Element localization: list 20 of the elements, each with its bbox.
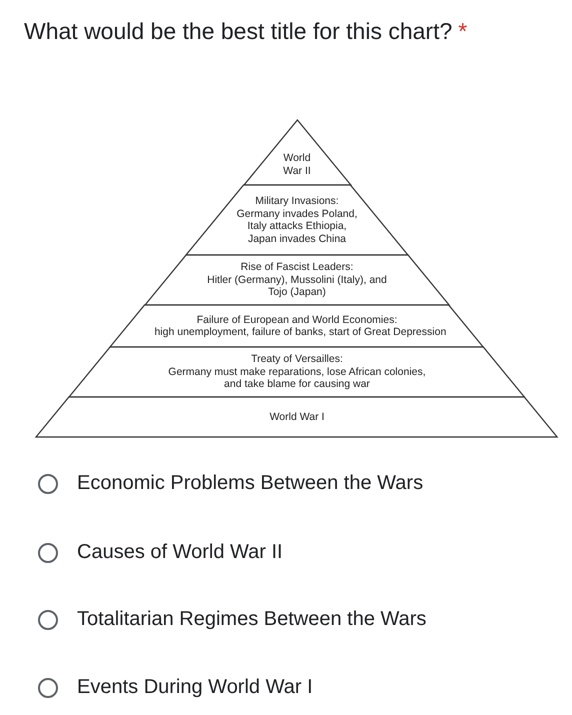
option-text: Economic Problems Between the Wars: [77, 472, 424, 495]
layer-heading: Treaty of Versailles:: [250, 353, 344, 366]
pyramid-layer: [36, 397, 558, 437]
required-mark: *: [458, 18, 468, 45]
layer-heading: World War I: [268, 410, 326, 424]
pyramid-layer: [69, 347, 525, 397]
option-text: Events During World War I: [77, 676, 313, 699]
layer-text: Hitler (Germany), Mussolini (Italy), and Tojo (Japan): [206, 274, 388, 299]
layer-heading: Failure of European and World Economies:: [196, 314, 398, 326]
layer-heading: Rise of Fascist Leaders:: [240, 261, 354, 274]
question-text: What would be the best title for this chart?: [24, 18, 452, 45]
pyramid-layer: [144, 255, 450, 305]
option-text: Causes of World War II: [77, 541, 283, 564]
option-text: Totalitarian Regimes Between the Wars: [77, 608, 426, 631]
layer-text: Germany invades Poland, Italy attacks Ethiopia, Japan invades China: [236, 208, 358, 245]
pyramid-layer: [110, 305, 484, 347]
layer-heading: Military Invasions:: [254, 195, 340, 208]
layer-text: Germany must make reparations, lose African colonies, and take blame for causing war: [167, 366, 427, 391]
layer-text: high unemployment, failure of banks, start of Great Depression: [153, 326, 448, 338]
layer-heading: World War II: [282, 152, 312, 177]
